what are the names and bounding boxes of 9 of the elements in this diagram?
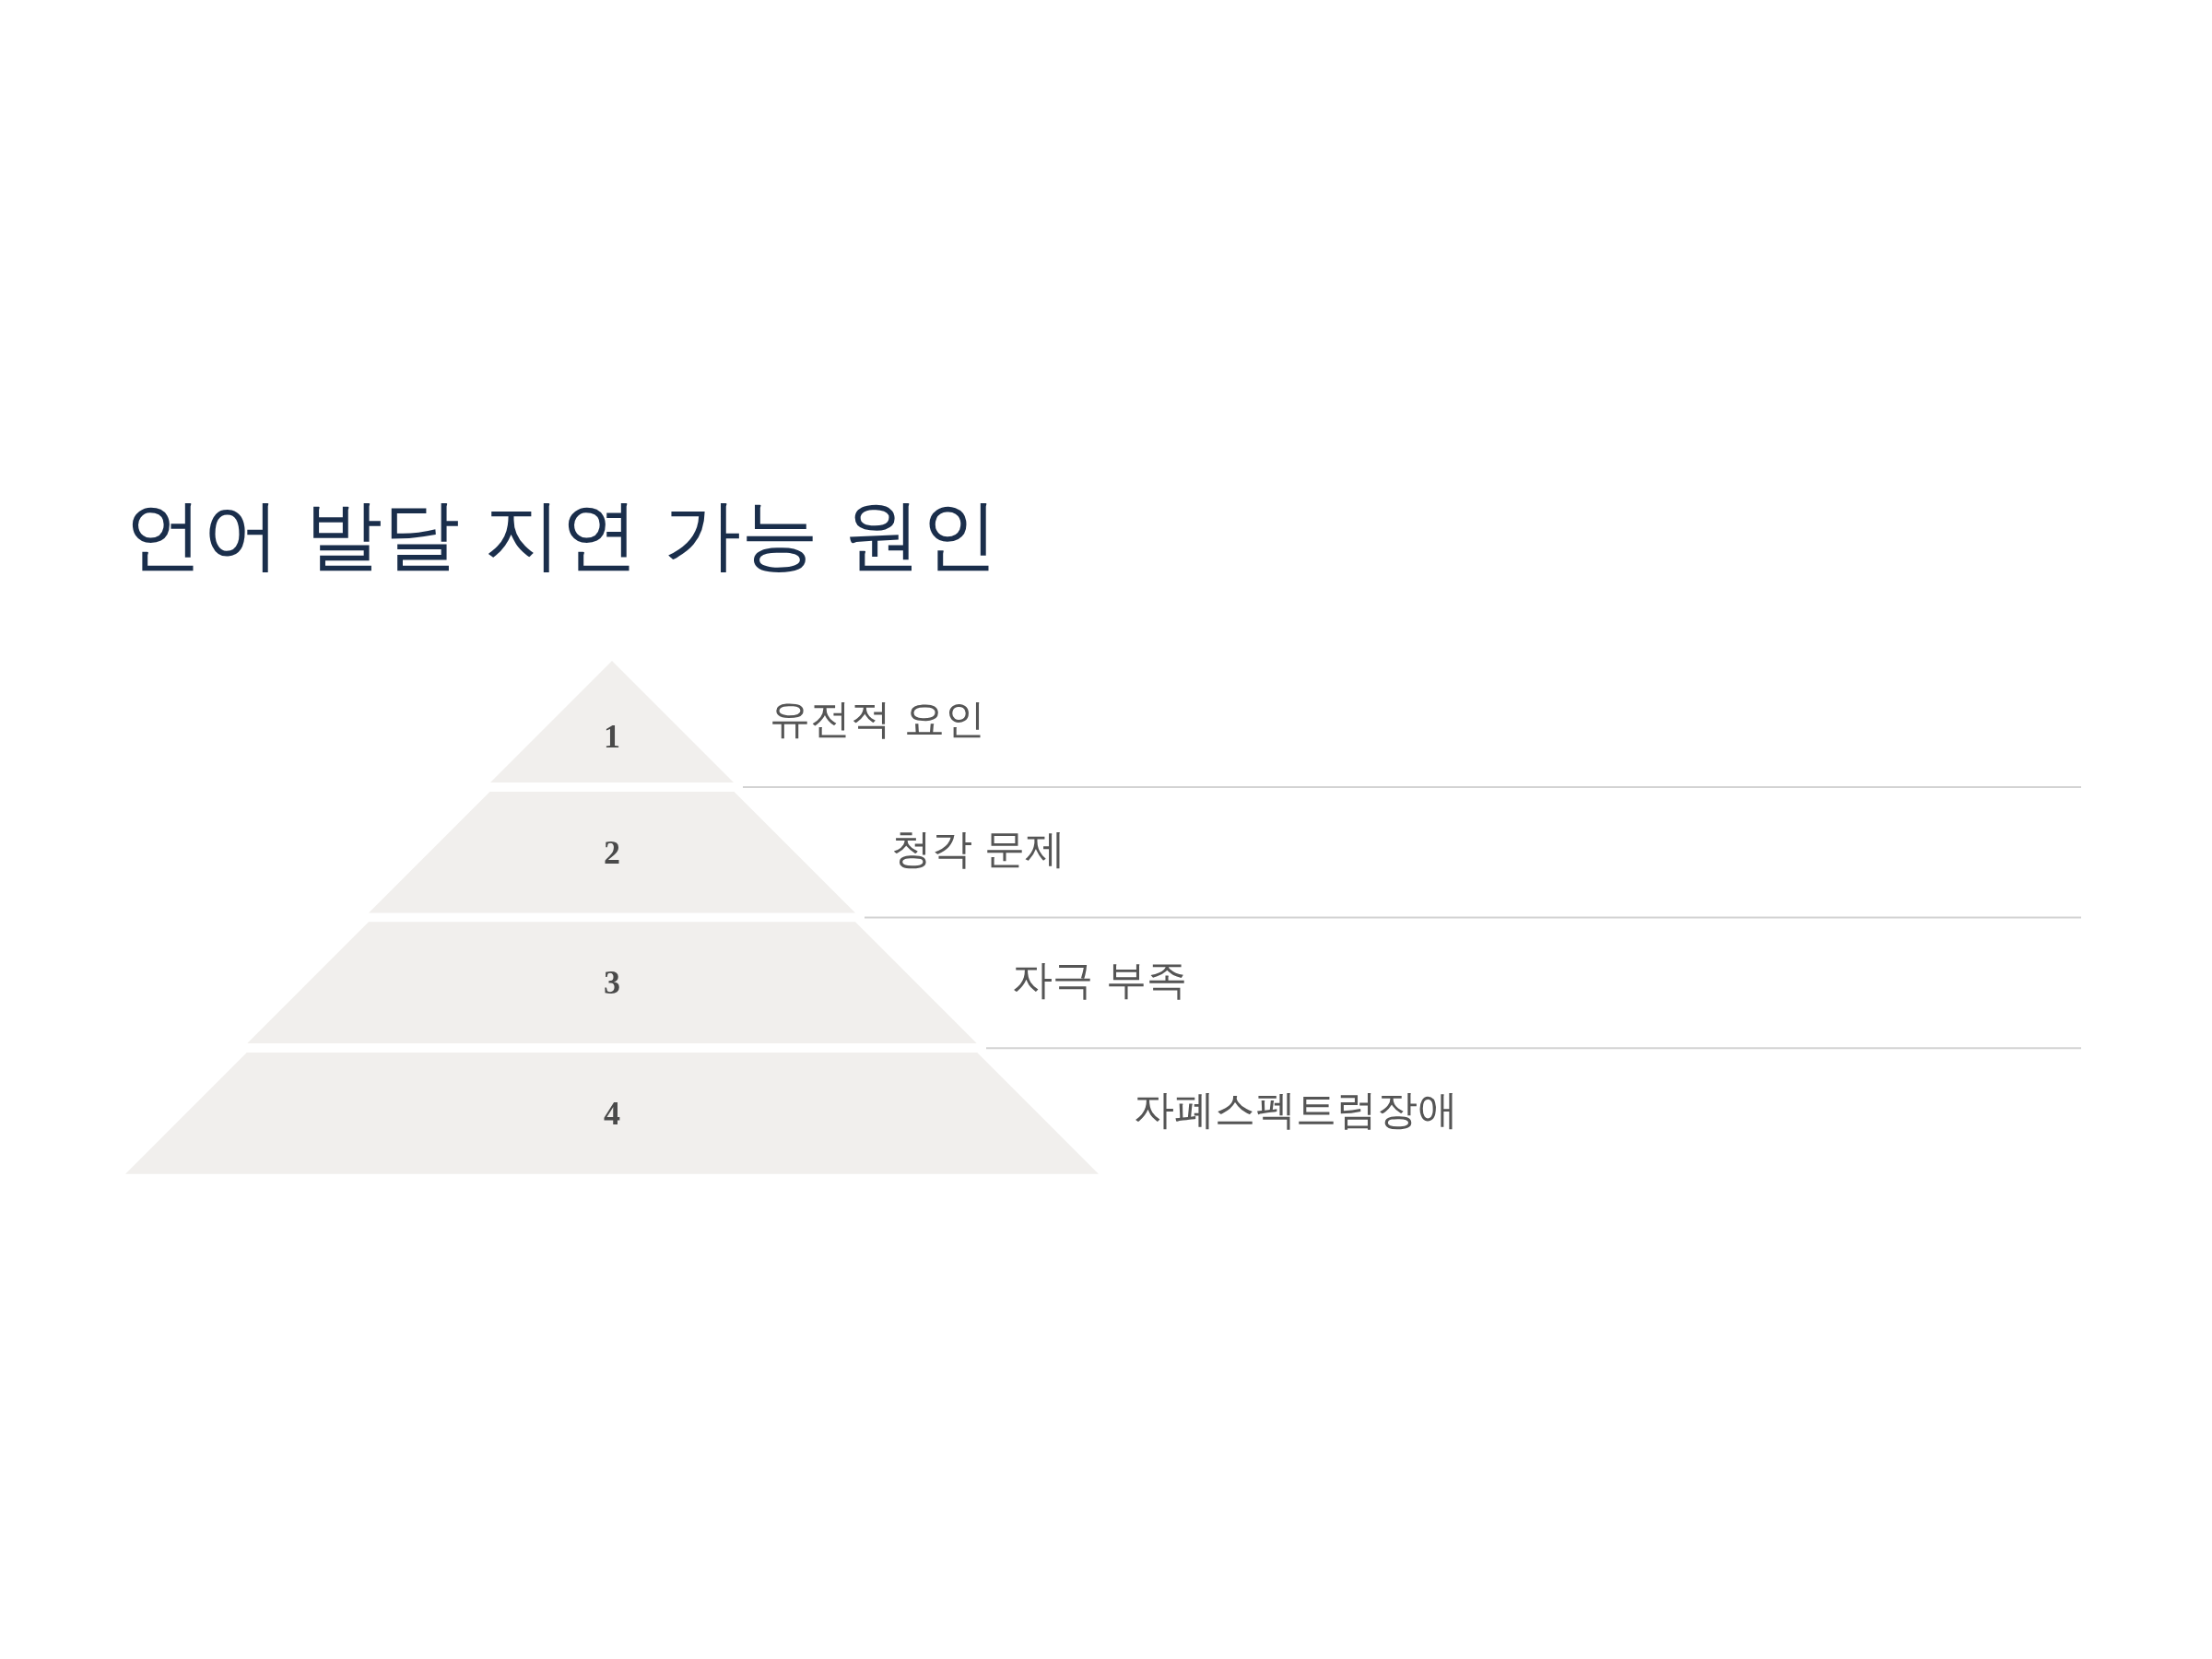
tier-description: 자폐스펙트럼장애 <box>1133 1086 1458 1135</box>
tier-number: 3 <box>604 966 620 1000</box>
tier-number: 1 <box>604 720 620 753</box>
tier-number: 4 <box>604 1096 620 1130</box>
tier-description: 유전적 요인 <box>770 694 985 744</box>
tier-description: 자극 부족 <box>1012 955 1187 1005</box>
title: 언어 발달 지연 가능 원인 <box>125 488 998 582</box>
tier-description: 청각 문제 <box>890 825 1066 874</box>
tier-number: 2 <box>604 835 620 869</box>
